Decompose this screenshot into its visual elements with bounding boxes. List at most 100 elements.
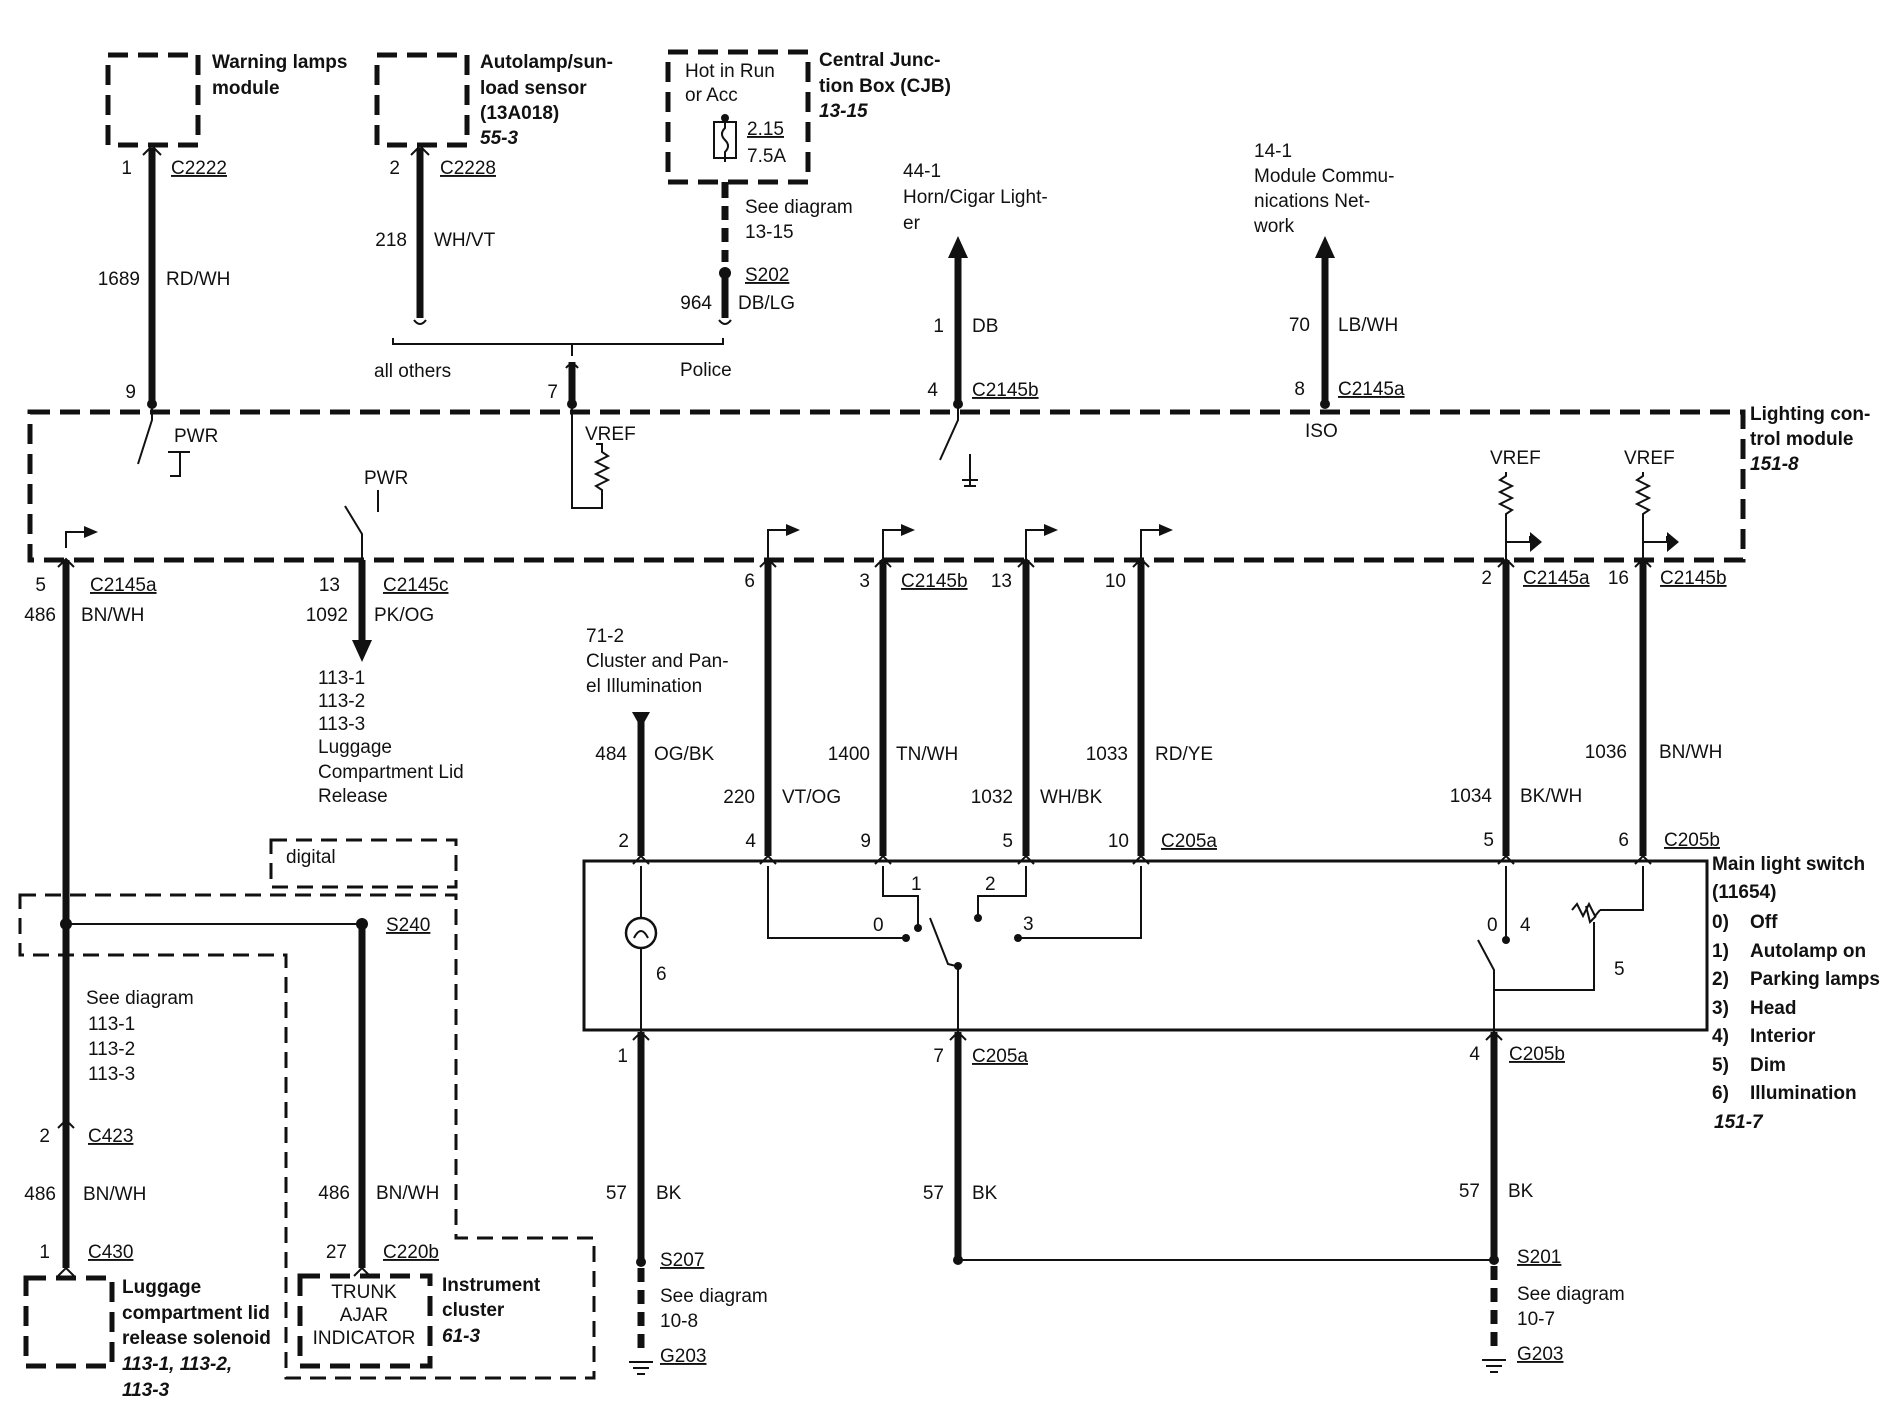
horn-ref-3: er [903, 213, 921, 234]
lcm-pwr-1: PWR [174, 426, 218, 447]
pin-13b: 13 [991, 571, 1012, 592]
main-light-switch: 6 0 1 2 3 0 4 5 Main light switch (11654… [582, 854, 1865, 1032]
wire-1092-group: 1092 PK/OG 113-1 113-2 113-3 Luggage Com… [306, 560, 464, 807]
ground-icon [1482, 1359, 1506, 1373]
gm-circuit: 57 [923, 1183, 944, 1204]
legend-3-key: 3) [1712, 998, 1729, 1019]
legend-0-key: 0) [1712, 912, 1729, 933]
cjb-splice: S202 [745, 265, 789, 286]
pin-2: 2 [1481, 568, 1492, 589]
switch-pos-4: 4 [1520, 915, 1531, 936]
gl-see-2: 10-8 [660, 1311, 698, 1332]
trunk-ajar-2: AJAR [340, 1305, 389, 1326]
instrument-cluster: TRUNK AJAR INDICATOR Instrument cluster … [297, 1266, 541, 1369]
illum-ref-3: el Illumination [586, 676, 702, 697]
wire-1032-circuit: 1032 [971, 787, 1013, 808]
mcn-ref-2: Module Commu- [1254, 166, 1394, 187]
c205-pin-4: 4 [745, 831, 756, 852]
wire-484-circuit: 484 [595, 744, 627, 765]
connector-mark [142, 144, 162, 156]
wire-mcn-color: LB/WH [1338, 315, 1398, 336]
cluster-circuit: 486 [318, 1183, 350, 1204]
out-pin-1: 1 [617, 1046, 628, 1067]
left-see-1: See diagram [86, 988, 194, 1009]
lcm-pin-7: 7 [547, 382, 558, 403]
lcm-bottom-pins: 5 C2145a 13 C2145c 6 3 C2145b 13 10 2 C2… [35, 568, 1726, 596]
cluster-color: BN/WH [376, 1183, 439, 1204]
lcm-ref: 151-8 [1750, 454, 1799, 475]
switch-pos-0: 0 [873, 915, 884, 936]
gm-color: BK [972, 1183, 998, 1204]
gl-see-1: See diagram [660, 1286, 768, 1307]
wire-1689-circuit: 1689 [98, 269, 140, 290]
c423-circuit: 486 [24, 1184, 56, 1205]
lcm-vref-2: VREF [1490, 448, 1541, 469]
warning-lamps-connector: C2222 [171, 158, 227, 179]
illum-ref-1: 71-2 [586, 626, 624, 647]
option-police: Police [680, 360, 732, 381]
cluster-title-1: Instrument [442, 1275, 541, 1296]
mcn-ref-3: nications Net- [1254, 191, 1370, 212]
luggage-ref-4: Luggage [318, 737, 392, 758]
wire-964-circuit: 964 [680, 293, 712, 314]
arrow-down-icon [352, 640, 372, 662]
left-column-references: See diagram 113-1 113-2 113-3 2 C423 486… [24, 988, 193, 1263]
pwr-switch [137, 404, 153, 465]
switch-legend: 0) Off 1) Autolamp on 2) Parking lamps 3… [1712, 912, 1880, 1133]
pin-3-connector: C2145b [901, 571, 968, 592]
lcm-pin-4-connector: C2145b [972, 380, 1039, 401]
legend-0-text: Off [1750, 912, 1778, 933]
c205-pin-5b: 5 [1483, 830, 1494, 851]
connector-mark [410, 144, 430, 156]
pin-5: 5 [35, 575, 46, 596]
wire-end-mark [413, 319, 427, 325]
c430-connector: C430 [88, 1242, 133, 1263]
trunk-ajar-1: TRUNK [331, 1282, 397, 1303]
pin-3: 3 [859, 571, 870, 592]
vref-resistor [571, 404, 611, 509]
wire-218-color: WH/VT [434, 230, 496, 251]
luggage-ref-6: Release [318, 786, 388, 807]
rotary-switch-wiper [929, 917, 957, 967]
wire-484-color: OG/BK [654, 744, 715, 765]
autolamp-ref: 55-3 [480, 128, 518, 149]
gl-circuit: 57 [606, 1183, 627, 1204]
c205b-connector: C205b [1664, 830, 1720, 851]
legend-3-text: Head [1750, 998, 1796, 1019]
wire-486-color: BN/WH [81, 605, 144, 626]
solenoid-title-2: compartment lid [122, 1303, 270, 1324]
c205-pin-6b: 6 [1618, 830, 1629, 851]
wire-1400-circuit: 1400 [828, 744, 870, 765]
cluster-title-2: cluster [442, 1300, 505, 1321]
gr-see-1: See diagram [1517, 1284, 1625, 1305]
digital-label: digital [286, 847, 336, 868]
cluster-wire: 486 BN/WH 27 C220b [318, 924, 439, 1268]
wire-220-circuit: 220 [723, 787, 755, 808]
cluster-ref: 61-3 [442, 1326, 480, 1347]
wire-1033-circuit: 1033 [1086, 744, 1128, 765]
solenoid-title-3: release solenoid [122, 1328, 271, 1349]
c205-pin-10: 10 [1108, 831, 1129, 852]
c205a-connector: C205a [1161, 831, 1217, 852]
cjb-fuse-amps: 7.5A [747, 146, 786, 167]
pin-2-connector: C2145a [1523, 568, 1590, 589]
autolamp-pin: 2 [389, 158, 400, 179]
switch-pos-6: 6 [656, 964, 667, 985]
pin-16-connector: C2145b [1660, 568, 1727, 589]
wire-486-circuit: 486 [24, 605, 56, 626]
gr-splice: S201 [1517, 1247, 1561, 1268]
switch-pos-0b: 0 [1487, 915, 1498, 936]
warning-lamps-title-2: module [212, 78, 280, 99]
c423-color: BN/WH [83, 1184, 146, 1205]
solenoid-ref-2: 113-3 [122, 1380, 170, 1401]
solenoid-ref-1: 113-1, 113-2, [122, 1354, 232, 1375]
warning-lamps-pin: 1 [121, 158, 132, 179]
lcm-pin-4: 4 [927, 380, 938, 401]
pin-6: 6 [744, 571, 755, 592]
c205-pin-5: 5 [1002, 831, 1013, 852]
left-see-4: 113-3 [88, 1064, 135, 1085]
legend-1-key: 1) [1712, 941, 1729, 962]
gr-color: BK [1508, 1181, 1534, 1202]
luggage-ref-5: Compartment Lid [318, 762, 464, 783]
